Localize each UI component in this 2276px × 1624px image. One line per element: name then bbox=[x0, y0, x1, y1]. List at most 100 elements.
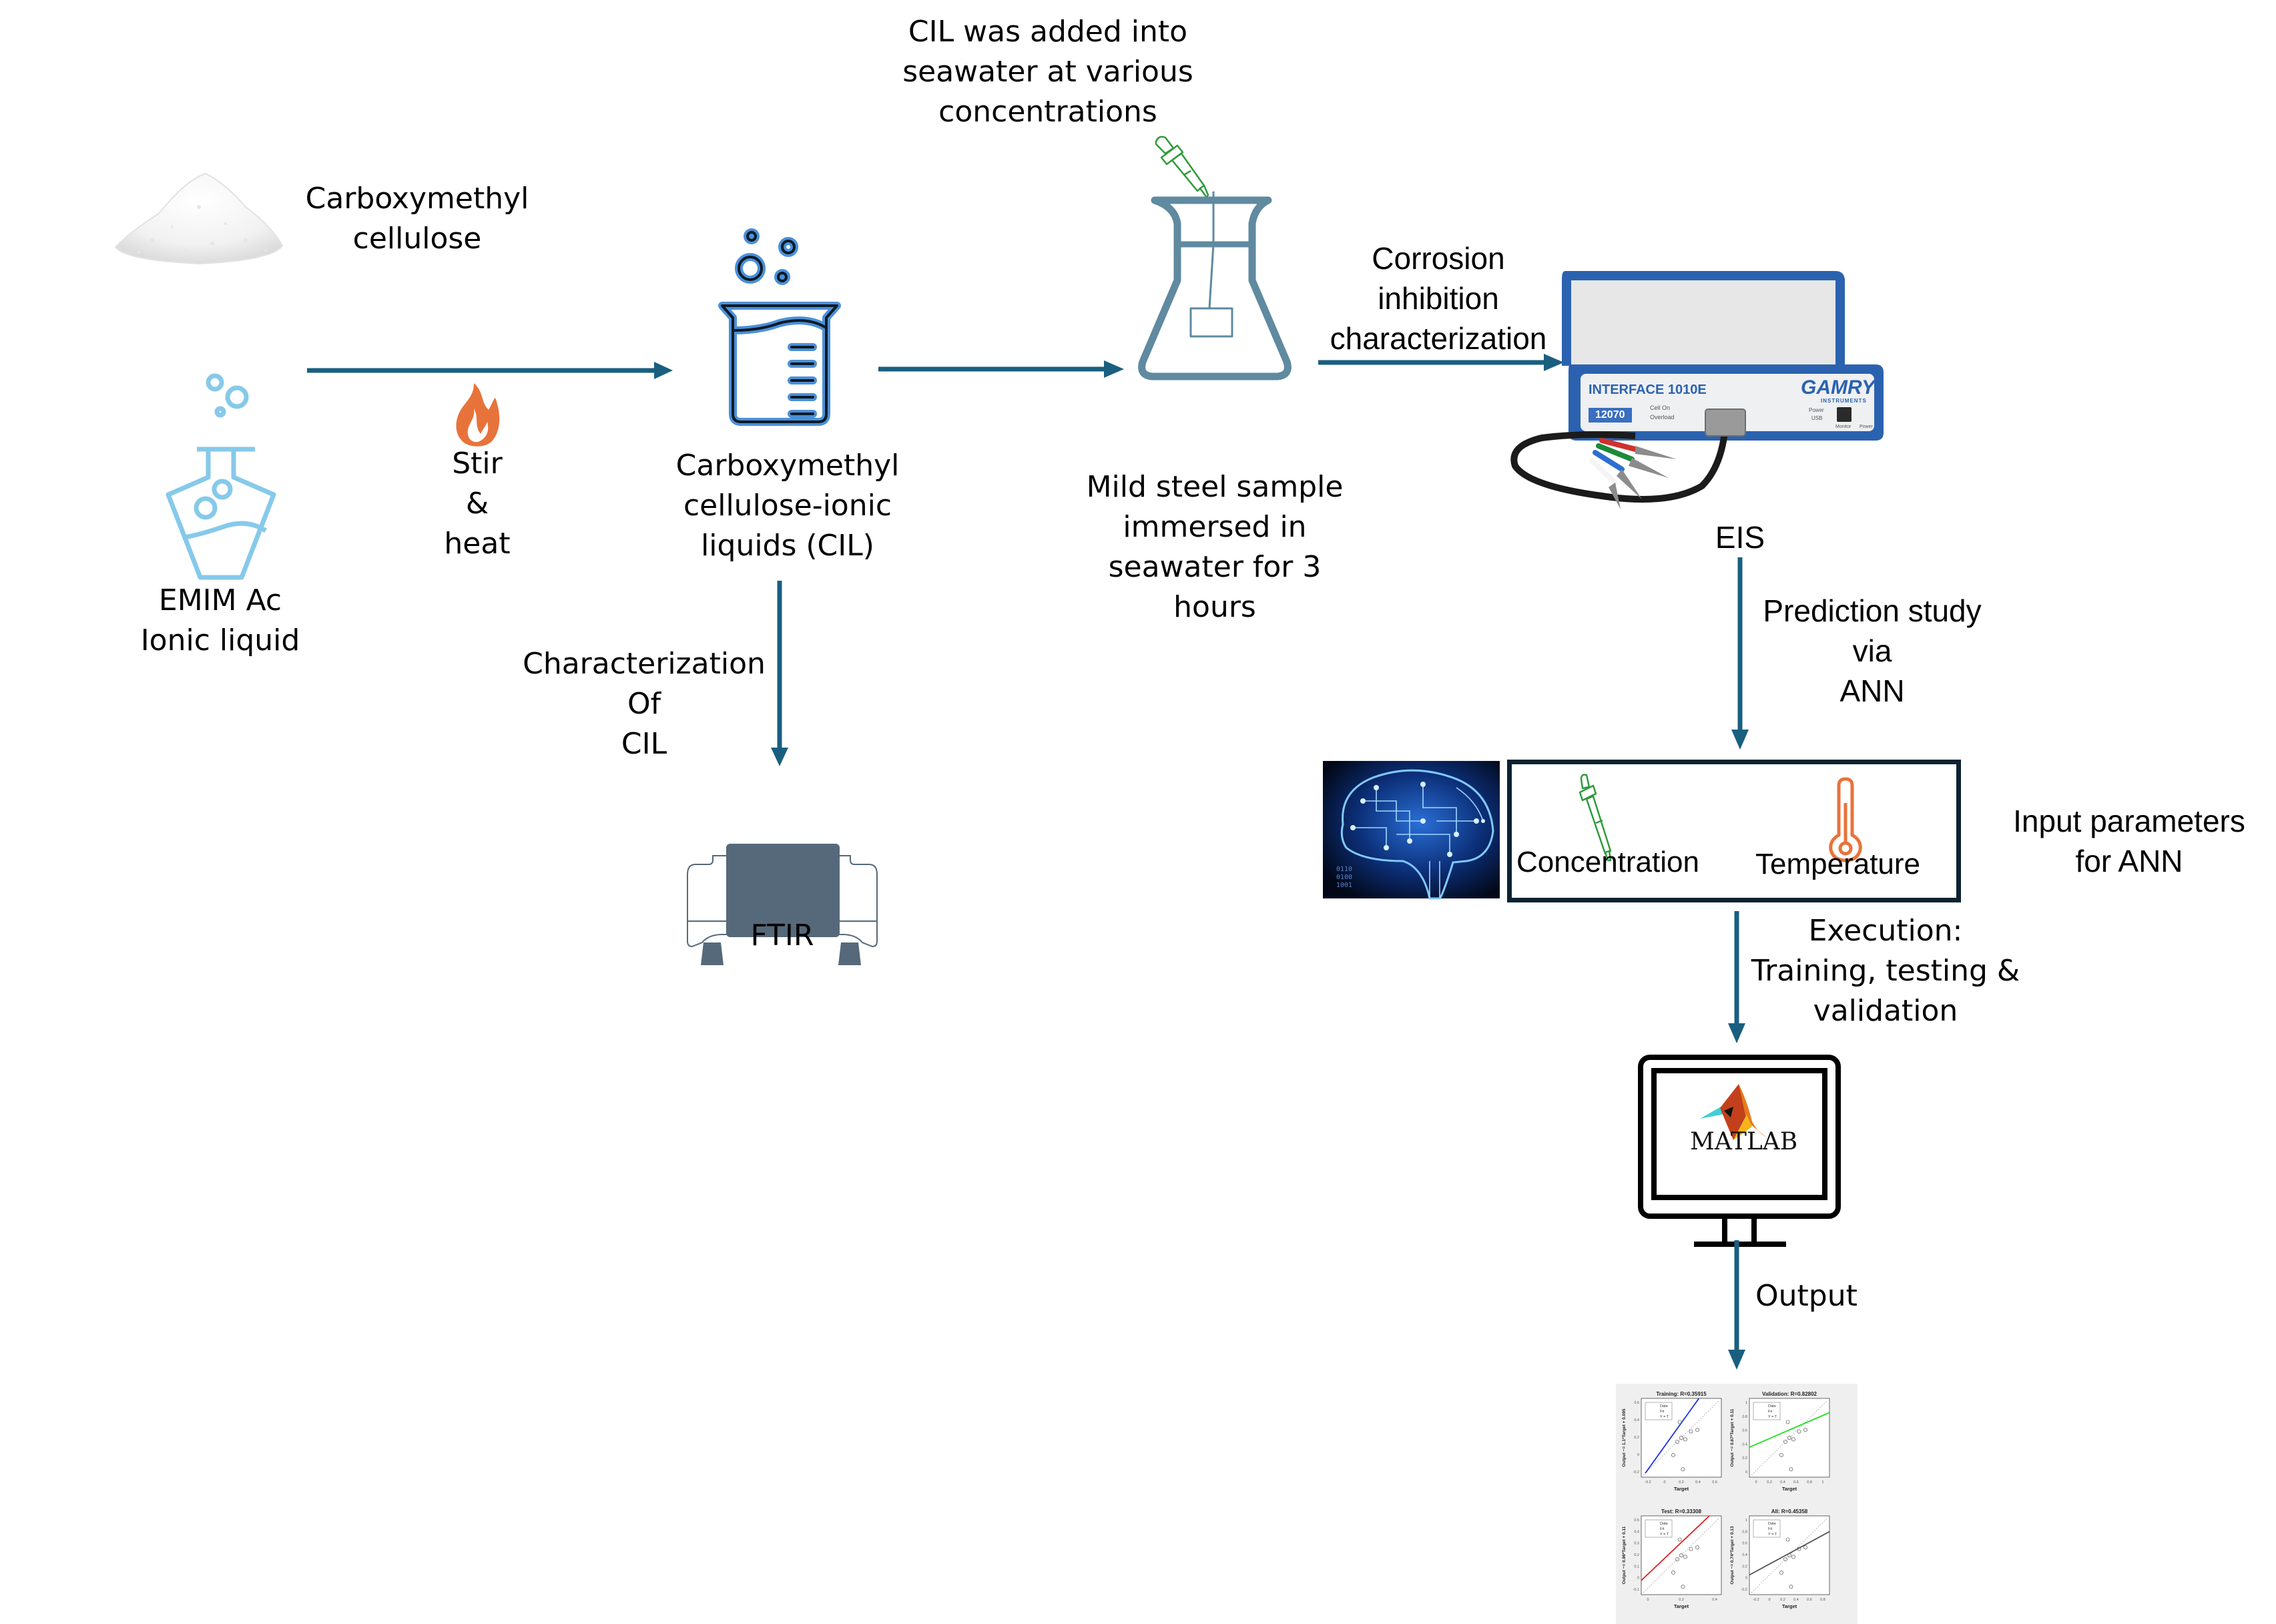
y-tick-label: 0.5 bbox=[1634, 1519, 1639, 1523]
data-point bbox=[1779, 1571, 1783, 1575]
panel-title: All: R=0.45358 bbox=[1771, 1509, 1808, 1515]
data-point bbox=[1791, 1555, 1795, 1559]
x-tick-label: 0.4 bbox=[1780, 1480, 1785, 1484]
y-tick-label: 0.4 bbox=[1634, 1418, 1639, 1422]
legend-entry: Fit bbox=[1660, 1527, 1665, 1531]
identity-line bbox=[1751, 1400, 1828, 1476]
device-serial-badge: 12070 bbox=[1589, 408, 1632, 423]
execution-label: Execution: Training, testing & validatio… bbox=[1751, 914, 2020, 1028]
output-label: Output bbox=[1755, 1279, 1858, 1313]
cmc-powder-label: Carboxymethyl cellulose bbox=[305, 182, 529, 256]
fit-line bbox=[1749, 1412, 1830, 1448]
y-tick-label: 0.6 bbox=[1742, 1542, 1747, 1546]
erlenmeyer-flask-icon bbox=[1138, 191, 1292, 380]
data-point bbox=[1797, 1547, 1801, 1551]
data-point bbox=[1689, 1547, 1693, 1551]
y-tick-label: 0.2 bbox=[1634, 1553, 1639, 1557]
y-tick-label: 0.8 bbox=[1742, 1415, 1747, 1419]
identity-line bbox=[1751, 1517, 1828, 1593]
dropper-icon bbox=[1155, 136, 1209, 199]
legend-entry: Y = T bbox=[1660, 1533, 1669, 1537]
x-axis-label: Target bbox=[1782, 1486, 1797, 1492]
y-tick-label: 0.4 bbox=[1742, 1553, 1747, 1557]
svg-text:1001: 1001 bbox=[1336, 882, 1352, 889]
panel-title: Training: R=0.35915 bbox=[1656, 1391, 1707, 1397]
y-tick-label: 0.2 bbox=[1634, 1436, 1639, 1440]
x-tick-label: 0 bbox=[1663, 1480, 1665, 1484]
data-point bbox=[1695, 1428, 1699, 1432]
y-tick-label: 1 bbox=[1745, 1519, 1747, 1523]
data-point bbox=[1679, 1436, 1683, 1440]
eis-label: EIS bbox=[1715, 520, 1765, 555]
arrow-cil-to-ftir bbox=[771, 581, 788, 766]
fit-line bbox=[1641, 1515, 1710, 1581]
x-tick-label: 0.6 bbox=[1712, 1480, 1717, 1484]
x-tick-label: 0.4 bbox=[1793, 1598, 1799, 1602]
data-point bbox=[1689, 1429, 1693, 1434]
device-brand: GAMRY bbox=[1801, 376, 1876, 398]
data-point bbox=[1787, 1436, 1791, 1440]
device-port-monitor: Monitor bbox=[1835, 425, 1852, 429]
ftir-label: FTIR bbox=[750, 918, 814, 953]
flask-icon bbox=[166, 373, 276, 580]
y-tick-label: 0.3 bbox=[1634, 1542, 1639, 1546]
prediction-label: Prediction study via ANN bbox=[1763, 593, 1982, 708]
data-point bbox=[1675, 1557, 1679, 1561]
mild-steel-label: Mild steel sample immersed in seawater f… bbox=[1086, 470, 1344, 624]
beaker-icon bbox=[718, 228, 841, 426]
x-tick-label: 0.6 bbox=[1793, 1480, 1799, 1484]
data-point bbox=[1683, 1555, 1687, 1559]
data-point bbox=[1671, 1453, 1675, 1457]
potentiostat-device-icon: INTERFACE 1010E 12070 Cell On Overload G… bbox=[1502, 266, 1889, 533]
concentration-label: Concentration bbox=[1516, 846, 1699, 878]
powder-pile-icon bbox=[114, 172, 284, 265]
svg-text:0100: 0100 bbox=[1336, 874, 1352, 881]
y-tick-label: 0 bbox=[1637, 1577, 1639, 1581]
y-tick-label: -0.1 bbox=[1633, 1588, 1639, 1592]
x-tick-label: -0.2 bbox=[1753, 1598, 1759, 1602]
dropper-icon bbox=[1579, 774, 1612, 862]
data-point bbox=[1803, 1545, 1807, 1550]
data-point bbox=[1681, 1585, 1685, 1589]
data-point bbox=[1797, 1429, 1801, 1434]
y-tick-label: 0.4 bbox=[1742, 1442, 1747, 1446]
data-point bbox=[1787, 1553, 1791, 1557]
legend-box bbox=[1753, 1519, 1781, 1538]
x-tick-label: 0.8 bbox=[1820, 1598, 1825, 1602]
x-tick-label: 0.2 bbox=[1767, 1480, 1772, 1484]
monitor-icon bbox=[1638, 1055, 1841, 1219]
data-point bbox=[1681, 1467, 1685, 1472]
matlab-label: MATLAB bbox=[1690, 1128, 1798, 1155]
data-point bbox=[1677, 1537, 1682, 1542]
y-tick-label: 0.8 bbox=[1742, 1530, 1747, 1534]
data-point bbox=[1779, 1453, 1783, 1457]
x-tick-label: 0.2 bbox=[1679, 1598, 1684, 1602]
device-port-power: Power bbox=[1860, 425, 1873, 429]
legend-entry: Y = T bbox=[1768, 1533, 1777, 1537]
legend-entry: Fit bbox=[1768, 1410, 1773, 1414]
x-tick-label: 0 bbox=[1768, 1598, 1770, 1602]
legend-entry: Data bbox=[1768, 1522, 1777, 1526]
y-tick-label: 0 bbox=[1637, 1453, 1639, 1457]
y-axis-label: Output ~= 0.96*Target + 0.11 bbox=[1622, 1526, 1627, 1584]
fit-line bbox=[1645, 1398, 1700, 1474]
svg-text:0110: 0110 bbox=[1336, 866, 1352, 873]
emim-label: EMIM Ac Ionic liquid bbox=[140, 583, 300, 657]
cil-added-label: CIL was added into seawater at various c… bbox=[902, 15, 1193, 129]
x-tick-label: 0 bbox=[1647, 1598, 1649, 1602]
ftir-instrument-icon bbox=[687, 844, 878, 965]
arrow-mix-to-cil bbox=[307, 362, 673, 379]
ann-input-parameters-box: Concentration Temperature bbox=[1507, 760, 1961, 902]
x-axis-label: Target bbox=[1674, 1486, 1689, 1492]
legend-entry: Fit bbox=[1768, 1527, 1773, 1531]
y-tick-label: 0.2 bbox=[1742, 1456, 1747, 1460]
arrow-matlab-to-output bbox=[1728, 1240, 1745, 1370]
legend-entry: Y = T bbox=[1660, 1415, 1669, 1419]
y-tick-label: 0.2 bbox=[1742, 1565, 1747, 1569]
